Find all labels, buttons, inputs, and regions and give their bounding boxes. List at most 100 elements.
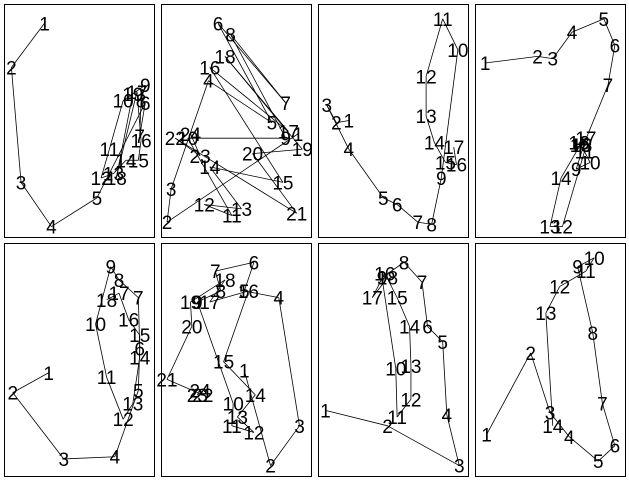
- point-label: 9: [571, 160, 582, 181]
- path-segment: [115, 93, 134, 179]
- point-label: 24: [190, 381, 212, 402]
- point-label: 6: [249, 253, 260, 274]
- point-label: 13: [103, 165, 124, 186]
- path-segment: [395, 368, 398, 417]
- point-label: 2: [7, 384, 18, 405]
- path-segment: [585, 257, 595, 272]
- point-label: 5: [599, 10, 610, 31]
- point-label: 15: [272, 173, 293, 194]
- point-label: 9: [377, 269, 388, 290]
- path-segment: [217, 23, 273, 123]
- point-label: 16: [238, 282, 259, 303]
- path-segment: [252, 148, 303, 155]
- path-segment: [95, 266, 112, 325]
- point-label: 15: [213, 353, 234, 374]
- point-label: 14: [550, 169, 572, 190]
- path-segment: [187, 137, 233, 216]
- point-label: 2: [265, 457, 276, 478]
- point-label: 8: [579, 134, 590, 155]
- point-label: 17: [126, 83, 147, 104]
- point-label: 19: [292, 140, 313, 161]
- path-segment: [575, 142, 585, 170]
- path-segment: [190, 279, 226, 303]
- path-segment: [115, 91, 138, 179]
- point-label: 9: [140, 76, 151, 97]
- point-label: 4: [567, 23, 578, 44]
- point-label: 17: [199, 293, 220, 314]
- path-segment: [552, 31, 573, 59]
- path-segment: [204, 204, 242, 210]
- path-segment: [396, 204, 419, 223]
- path-segment: [453, 146, 457, 165]
- point-label: 12: [400, 390, 421, 411]
- panel-frame: [318, 243, 469, 477]
- path-segment: [100, 149, 110, 179]
- point-label: 5: [133, 381, 144, 402]
- point-label: 11: [433, 10, 453, 31]
- point-label: 5: [92, 189, 103, 210]
- point-label: 1: [43, 364, 54, 385]
- path-segment: [11, 23, 45, 68]
- path-segment: [204, 204, 233, 216]
- point-label: 21: [156, 370, 177, 391]
- path-segment: [166, 133, 299, 223]
- path-segment: [560, 144, 581, 179]
- point-label: 11: [97, 368, 117, 389]
- path-segment: [336, 120, 349, 124]
- path-segment: [208, 80, 273, 124]
- path-segment: [602, 403, 616, 446]
- point-label: 17: [575, 129, 596, 150]
- path-segment: [118, 293, 130, 320]
- path-segment: [209, 166, 284, 183]
- point-label: 7: [597, 395, 608, 416]
- path-segment: [578, 137, 587, 143]
- path-segment: [440, 49, 459, 179]
- point-label: 13: [535, 304, 556, 325]
- panel-frame: [318, 4, 469, 238]
- point-label: 6: [610, 36, 621, 57]
- path-segment: [100, 173, 114, 179]
- path-segment: [598, 445, 616, 462]
- path-segment: [209, 166, 242, 210]
- point-label: 12: [416, 67, 437, 88]
- point-label: 12: [552, 218, 573, 239]
- point-label: 20: [181, 317, 202, 338]
- path-segment: [108, 100, 124, 150]
- point-label: 9: [436, 169, 447, 190]
- point-label: 3: [454, 457, 465, 478]
- point-label: 3: [545, 404, 556, 425]
- point-label: 12: [243, 423, 264, 444]
- point-label: 20: [242, 145, 263, 166]
- path-segment: [486, 352, 532, 435]
- point-label: 7: [413, 213, 424, 234]
- path-segment: [545, 313, 554, 426]
- point-label: 11: [222, 207, 242, 228]
- point-label: 13: [227, 408, 248, 429]
- point-label: 13: [400, 357, 421, 378]
- point-label: 12: [91, 169, 112, 190]
- point-label: 17: [278, 123, 299, 144]
- point-label: 13: [539, 218, 560, 239]
- path-segment: [190, 302, 193, 327]
- point-label: 3: [16, 173, 27, 194]
- path-segment: [224, 56, 303, 150]
- point-label: 14: [542, 417, 564, 438]
- point-label: 21: [286, 204, 307, 225]
- path-segment: [63, 456, 115, 460]
- point-label: 14: [245, 386, 267, 407]
- panel-frame: [475, 4, 626, 238]
- path-segment: [387, 425, 460, 466]
- point-label: 2: [6, 58, 17, 79]
- point-label: 10: [177, 129, 198, 150]
- path-segment: [576, 162, 591, 170]
- point-label: 16: [199, 58, 220, 79]
- point-label: 8: [399, 253, 410, 274]
- point-label: 10: [584, 249, 605, 270]
- path-segment: [140, 85, 146, 101]
